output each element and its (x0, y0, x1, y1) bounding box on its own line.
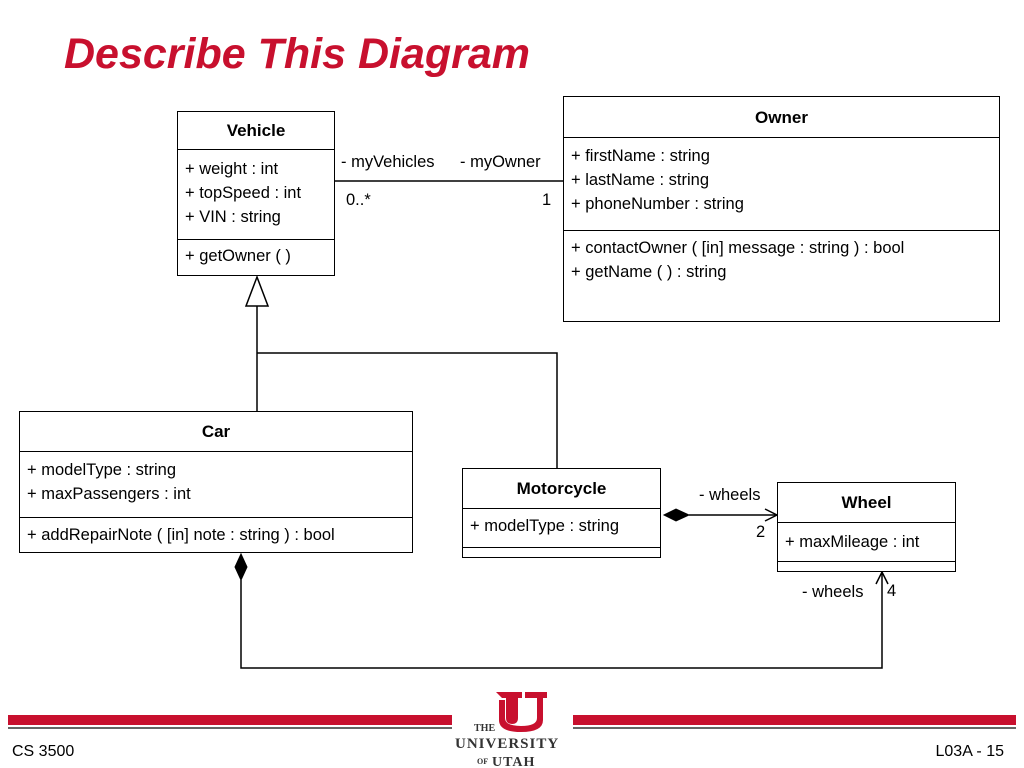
role-label-myowner: - myOwner (460, 153, 541, 171)
attribute: + modelType : string (470, 517, 620, 535)
composition-diamond-icon (662, 508, 691, 522)
attribute: + lastName : string (571, 171, 710, 189)
slide-title: Describe This Diagram (64, 30, 531, 78)
class-name: Owner (564, 97, 999, 138)
class-name: Motorcycle (463, 469, 660, 509)
attribute: + maxMileage : int (785, 533, 920, 551)
owner-class: Owner + firstName : string + lastName : … (563, 96, 1000, 322)
footer-bar-right (573, 715, 1016, 725)
logo-university: UNIVERSITY (455, 736, 559, 752)
logo-of: OF (477, 757, 488, 766)
attribute: + VIN : string (185, 208, 281, 226)
operations-section: + addRepairNote ( [in] note : string ) :… (20, 517, 412, 547)
attribute: + maxPassengers : int (27, 485, 191, 503)
car-wheel-composition-line (240, 572, 883, 669)
operations-section (463, 547, 660, 557)
attributes-section: + modelType : string + maxPassengers : i… (20, 452, 412, 517)
logo-utah: UTAH (492, 755, 535, 768)
motorcycle-generalization-line (257, 352, 558, 469)
footer-bar-left-gray (8, 727, 452, 729)
operations-section: + contactOwner ( [in] message : string )… (564, 230, 999, 284)
university-logo-u-icon (496, 692, 547, 732)
multiplicity-vehicle: 0..* (346, 191, 371, 209)
operation: + contactOwner ( [in] message : string )… (571, 239, 905, 257)
class-name: Vehicle (178, 112, 334, 150)
operations-section (778, 561, 955, 571)
attribute: + topSpeed : int (185, 184, 302, 202)
slide-number: L03A - 15 (935, 743, 1005, 760)
logo-the: THE (474, 723, 495, 734)
attributes-section: + firstName : string + lastName : string… (564, 138, 999, 230)
role-label-myvehicles: - myVehicles (341, 153, 435, 171)
motorcycle-class: Motorcycle + modelType : string (462, 468, 661, 558)
attributes-section: + weight : int + topSpeed : int + VIN : … (178, 150, 334, 239)
attribute: + phoneNumber : string (571, 195, 744, 213)
attribute: + modelType : string (27, 461, 177, 479)
role-label-motorcycle-wheels: - wheels (699, 486, 761, 504)
role-label-car-wheels: - wheels (802, 583, 864, 601)
multiplicity-motorcycle-wheels: 2 (756, 523, 766, 541)
class-name: Wheel (778, 483, 955, 523)
multiplicity-car-wheels: 4 (887, 582, 897, 600)
operation: + addRepairNote ( [in] note : string ) :… (27, 526, 335, 544)
vehicle-class: Vehicle + weight : int + topSpeed : int … (177, 111, 335, 276)
class-name: Car (20, 412, 412, 452)
wheel-class: Wheel + maxMileage : int (777, 482, 956, 572)
composition-diamond-icon (234, 552, 248, 582)
footer-bar-right-gray (573, 727, 1016, 729)
attributes-section: + maxMileage : int (778, 523, 955, 561)
operation: + getOwner ( ) (185, 247, 291, 265)
course-label: CS 3500 (12, 743, 75, 760)
attribute: + firstName : string (571, 147, 710, 165)
generalization-triangle-icon (244, 274, 270, 307)
attribute: + weight : int (185, 160, 279, 178)
multiplicity-owner: 1 (542, 191, 552, 209)
attributes-section: + modelType : string (463, 509, 660, 547)
operations-section: + getOwner ( ) (178, 239, 334, 268)
footer-bar-left (8, 715, 452, 725)
navigability-arrow-icon (875, 570, 889, 585)
operation: + getName ( ) : string (571, 263, 727, 281)
car-class: Car + modelType : string + maxPassengers… (19, 411, 413, 553)
